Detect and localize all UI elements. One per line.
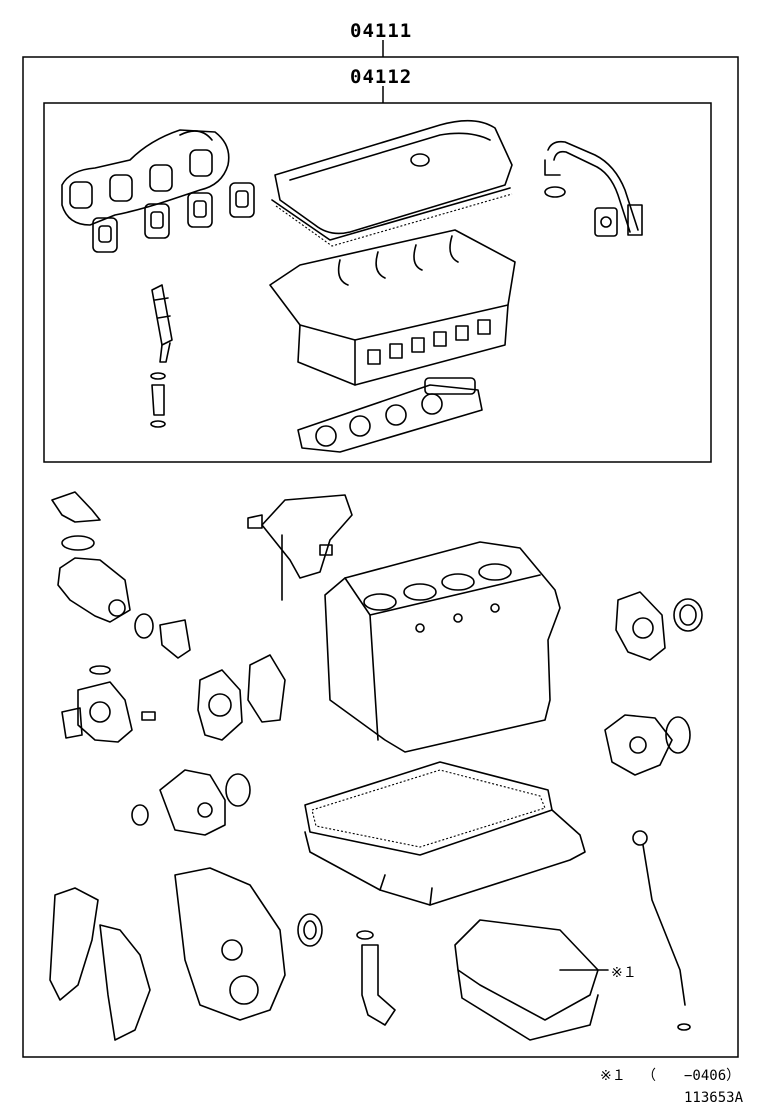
oil-pump	[131, 769, 251, 836]
illustration-id: 113653A	[684, 1090, 744, 1106]
cylinder-head	[269, 229, 516, 386]
outer-kit-frame	[22, 56, 739, 1058]
water-pump	[61, 665, 156, 743]
crank-pulley	[604, 714, 691, 776]
water-pump-cover-gasket	[197, 654, 286, 741]
outer-kit-label: 04111	[350, 20, 413, 42]
rear-oil-seal-retainer	[615, 591, 703, 661]
oil-strainer	[356, 930, 396, 1026]
oil-pan-callout-marker: ※１	[611, 965, 637, 981]
inner-kit-label: 04112	[350, 66, 413, 88]
exhaust-port-gaskets	[92, 182, 255, 253]
timing-chain-guides	[49, 887, 151, 1041]
footnote-open-paren: （	[642, 1068, 656, 1084]
timing-cover	[174, 867, 286, 1021]
inner-kit-frame	[43, 102, 712, 463]
cylinder-block	[324, 541, 561, 753]
cylinder-head-gasket	[297, 377, 483, 453]
oil-dipstick	[632, 830, 691, 1031]
oil-pan-lower	[454, 919, 609, 1041]
footnote-marker: ※１	[600, 1068, 626, 1084]
intake-manifold	[247, 494, 353, 601]
exhaust-manifold	[61, 129, 230, 226]
cylinder-head-cover	[271, 119, 513, 247]
oil-pan-upper	[304, 761, 586, 906]
injector-nozzle	[150, 284, 173, 428]
footnote-range: −0406）	[684, 1068, 741, 1084]
water-outlet	[51, 491, 191, 659]
oil-pipe	[544, 140, 643, 237]
front-oil-seal	[297, 913, 323, 947]
